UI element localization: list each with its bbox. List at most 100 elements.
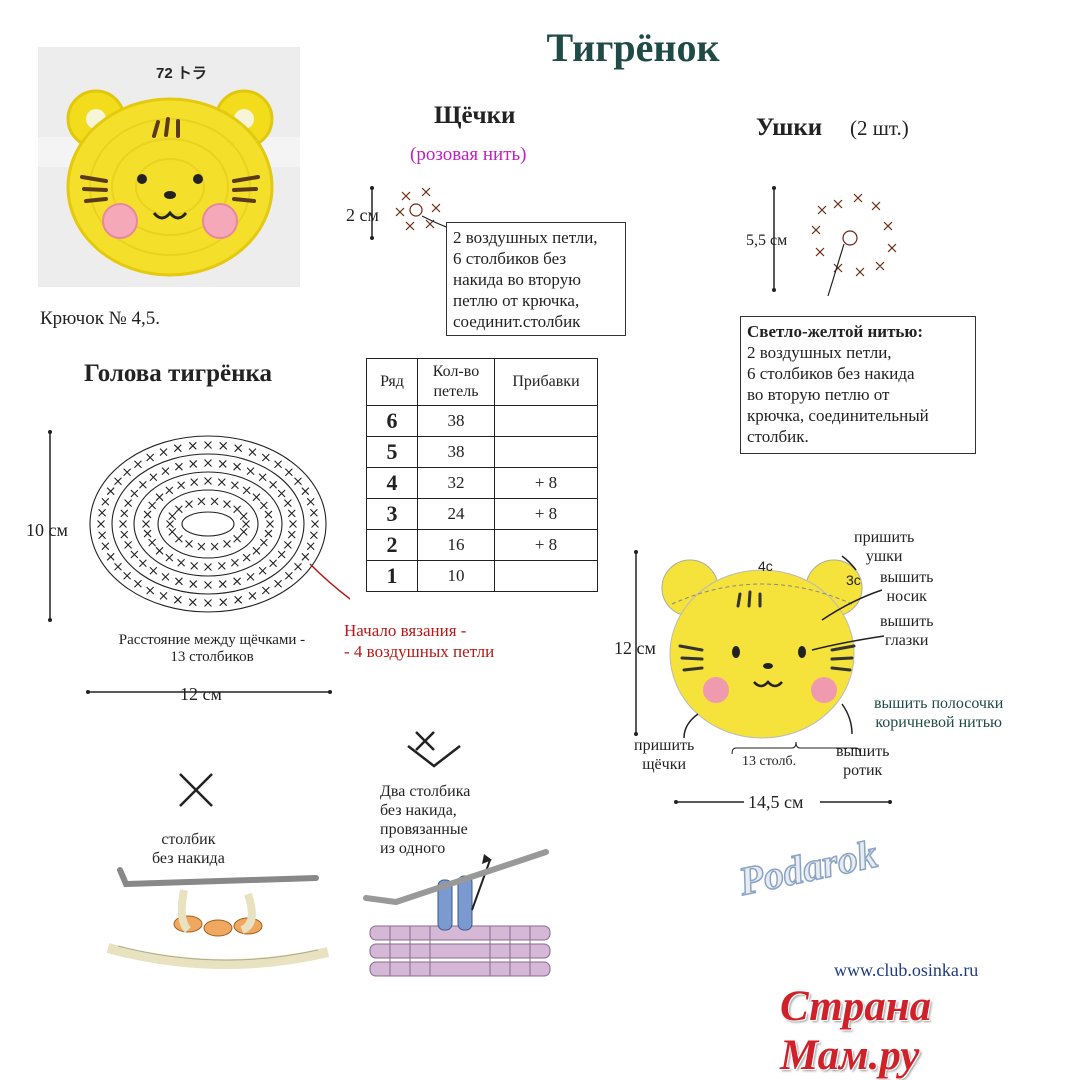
label-nose-1: вышить: [880, 569, 934, 586]
stitch-mark: [161, 572, 170, 581]
stitch-mark: [218, 580, 227, 588]
stitch-mark: [138, 480, 147, 489]
row-add: + 8: [494, 529, 598, 561]
stitch-mark: [231, 481, 239, 490]
page-title: Тигрёнок: [546, 25, 720, 70]
assembly-drawing: [634, 550, 885, 755]
start-line-2: - 4 воздушных петли: [344, 642, 495, 661]
head-distance-note: Расстояние между щёчками - 13 столбиков: [96, 632, 328, 666]
cheeks-color-note: (розовая нить): [410, 144, 527, 165]
row-number: 4: [366, 467, 418, 499]
stitch-mark: [114, 477, 122, 486]
distance-line-2: 13 столбиков: [170, 649, 254, 665]
stitch-mark: [155, 493, 164, 502]
ears-count: (2 шт.): [850, 116, 909, 140]
stitch-mark: [106, 552, 115, 561]
stitch-mark: [97, 520, 105, 528]
stitch-mark: [123, 571, 132, 580]
stitch-mark: [277, 550, 286, 559]
stitch-mark: [149, 473, 158, 482]
header-add: Прибавки: [494, 358, 598, 406]
stitch-mark: [239, 527, 248, 536]
stitch-mark: [143, 510, 152, 519]
stitch-mark: [204, 477, 212, 485]
stitch-mark: [242, 553, 251, 562]
stitch-mark: [148, 501, 157, 510]
stitch-mark: [161, 467, 170, 476]
stitch-mark: [259, 501, 268, 510]
stitch-mark: [134, 460, 142, 469]
header-row: Ряд: [366, 358, 418, 406]
sc-label-2: без накида: [152, 850, 225, 867]
row-count: 38: [417, 436, 495, 468]
label-ears-2: ушки: [865, 548, 903, 565]
cheeks-line-2: 6 столбиков без: [453, 249, 567, 268]
ears-heading: Светло-желтой нитью:: [747, 322, 924, 341]
stitch-mark: [189, 460, 198, 468]
label-eyes: вышить глазки: [880, 612, 933, 650]
sc-illustration: [106, 867, 330, 970]
cheeks-line-3: накида во вторую: [453, 270, 581, 289]
dec-label-1: Два столбика: [380, 783, 471, 800]
head-height: 10 см: [26, 520, 68, 540]
ears-line-4: крючка, соединительный: [747, 406, 929, 425]
label-cheeks-2: щёчки: [642, 756, 687, 773]
stitch-mark: [159, 591, 168, 600]
stitch-mark: [165, 553, 174, 562]
stitch-mark: [175, 577, 183, 586]
rows-table: Ряд Кол-во петель Прибавки 6 38 5 38 4 3…: [366, 358, 598, 592]
tiger-photo-illustration: [38, 47, 300, 287]
stitch-mark: [204, 441, 212, 449]
cheeks-line-4: петлю от крючка,: [453, 291, 580, 310]
label-cheeks: пришить щёчки: [634, 736, 694, 774]
head-width: 12 см: [180, 684, 222, 704]
head-title: Голова тигрёнка: [84, 360, 273, 387]
stitch-mark: [204, 459, 212, 467]
label-mouth-2: ротик: [843, 762, 883, 779]
stitch-mark: [217, 478, 226, 486]
row-count: 16: [417, 529, 495, 561]
stitch-mark: [310, 508, 318, 517]
stitch-mark: [233, 534, 241, 543]
cheeks-line-5: соединит.столбик: [453, 312, 581, 331]
stitch-mark: [98, 531, 106, 540]
stitch-mark: [242, 520, 250, 528]
label-nose: вышить носик: [880, 568, 933, 606]
assembly-width: 14,5 см: [748, 792, 804, 812]
sc-label-1: столбик: [161, 831, 216, 848]
hook-size: Крючок № 4,5.: [40, 308, 161, 329]
ears-chart: [772, 186, 897, 297]
stitch-mark: [175, 462, 183, 471]
start-note: Начало вязания - - 4 воздушных петли: [344, 620, 494, 662]
stitch-mark: [142, 520, 150, 528]
stitch-mark: [252, 546, 261, 555]
table-row: 3 24 + 8: [366, 498, 598, 530]
stitch-mark: [143, 529, 152, 538]
label-ears: пришить ушки: [854, 528, 914, 566]
dec-label-3: провязанные: [380, 821, 468, 838]
row-number: 2: [366, 529, 418, 561]
stitch-mark: [266, 520, 274, 528]
stitch-mark: [306, 497, 315, 506]
stitch-mark: [185, 540, 193, 548]
start-line-1: Начало вязания -: [344, 621, 467, 640]
ear-count-label: 4с: [758, 558, 773, 574]
stitch-mark: [261, 586, 270, 595]
stitch-mark: [114, 562, 122, 571]
row-count: 38: [417, 405, 495, 437]
row-add: [494, 560, 598, 592]
stitch-mark: [106, 487, 115, 496]
stitch-mark: [301, 487, 310, 496]
stitch-mark: [138, 559, 147, 568]
label-eyes-1: вышить: [880, 613, 934, 630]
stitch-mark: [98, 508, 106, 517]
ears-instructions: Светло-желтой нитью: 2 воздушных петли, …: [740, 316, 976, 454]
dec-symbol: [407, 731, 461, 768]
ears-line-1: 2 воздушных петли,: [747, 343, 892, 362]
dec-label: Два столбика без накида, провязанные из …: [380, 782, 470, 858]
stitch-mark: [310, 531, 318, 540]
row-count: 24: [417, 498, 495, 530]
stitch-mark: [248, 591, 257, 600]
table-row: 6 38: [366, 405, 598, 437]
stitch-mark: [204, 563, 212, 571]
